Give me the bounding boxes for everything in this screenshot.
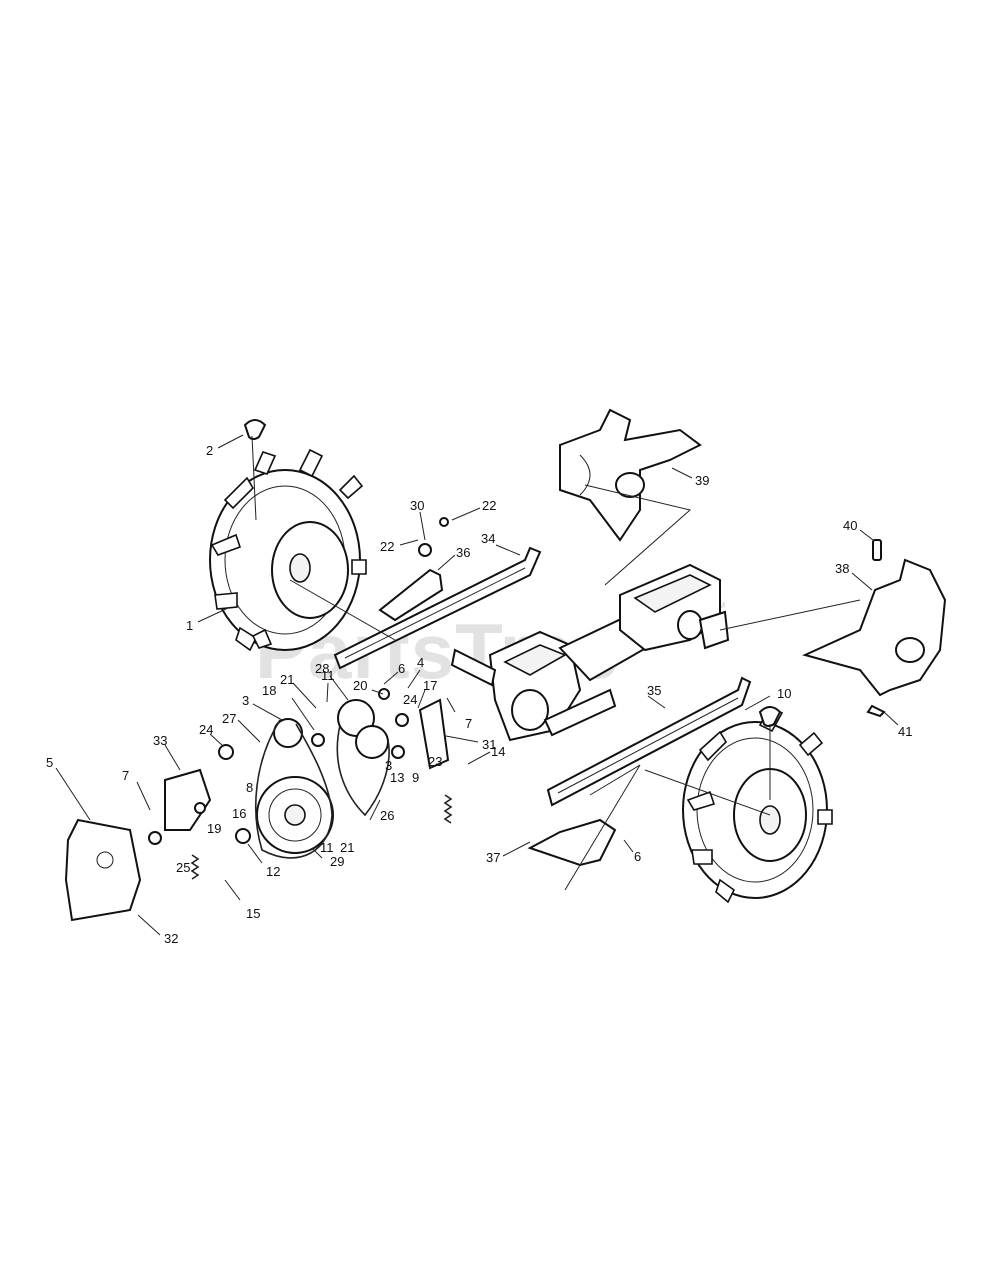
bracket-36: [378, 568, 444, 622]
tine-assembly-lower: [802, 558, 947, 697]
callout-9: 9: [412, 770, 419, 785]
left-wheel: [209, 448, 367, 652]
callout-10: 10: [777, 686, 791, 701]
wheel-pin-right: [758, 706, 782, 800]
callout-2: 2: [206, 443, 213, 458]
callout-27: 27: [222, 711, 236, 726]
bracket-33: [164, 768, 212, 831]
callout-23: 23: [428, 754, 442, 769]
washer-20: [378, 688, 390, 700]
callout-37: 37: [486, 850, 500, 865]
callout-7-right: 7: [465, 716, 472, 731]
callout-3-left: 3: [242, 693, 249, 708]
callout-7-left: 7: [122, 768, 129, 783]
washer-23: [391, 745, 405, 759]
callout-19: 19: [207, 821, 221, 836]
drive-belt-26: [336, 724, 390, 817]
callout-40: 40: [843, 518, 857, 533]
callout-20: 20: [353, 678, 367, 693]
callout-11-lower: 11: [320, 840, 334, 855]
callout-24-left: 24: [199, 722, 213, 737]
callout-14: 14: [491, 744, 505, 759]
clip-41: [866, 704, 886, 718]
frame-rail-upper: [333, 546, 542, 670]
shield-37: [527, 818, 617, 867]
callout-3-right: 3: [385, 758, 392, 773]
callout-11-upper: 11: [321, 668, 335, 683]
callout-15: 15: [246, 906, 260, 921]
spring-15: [190, 854, 200, 880]
callout-24-right: 24: [403, 692, 417, 707]
callout-12: 12: [266, 864, 280, 879]
drive-belt-27: [254, 719, 333, 859]
nut-12: [235, 828, 251, 844]
idler-pulley-28: [337, 699, 389, 759]
callout-22-right: 22: [482, 498, 496, 513]
callout-34: 34: [481, 531, 495, 546]
drive-pulley-large: [256, 776, 334, 854]
callout-36: 36: [456, 545, 470, 560]
nut-24-right: [395, 713, 409, 727]
callout-35: 35: [647, 683, 661, 698]
callout-32: 32: [164, 931, 178, 946]
callout-39: 39: [695, 473, 709, 488]
callout-4: 4: [417, 655, 424, 670]
callout-6-lower: 6: [634, 849, 641, 864]
spring-22: [439, 517, 449, 527]
callout-30: 30: [410, 498, 424, 513]
callout-21-lower: 21: [340, 840, 354, 855]
callout-41: 41: [898, 724, 912, 739]
plate-32: [64, 818, 142, 922]
transmission-housing: [450, 563, 730, 742]
callout-17: 17: [423, 678, 437, 693]
alignment-lines: [289, 484, 861, 891]
callout-labels: 1 2 3 3 4 5 6 6 7 7 8 9 10 11 11 12 13 1…: [46, 434, 912, 946]
callout-6-upper: 6: [398, 661, 405, 676]
nut-24-left: [218, 744, 234, 760]
washer-21: [311, 733, 325, 747]
tine-assembly-upper: [559, 408, 702, 542]
bracket-31: [418, 698, 450, 770]
wheel-pin-left: [243, 419, 267, 521]
callout-28: 28: [315, 661, 329, 676]
washer-19: [194, 802, 206, 814]
callout-31: 31: [482, 737, 496, 752]
callout-18: 18: [262, 683, 276, 698]
callout-25: 25: [176, 860, 190, 875]
spring-14: [443, 794, 453, 824]
callout-22-left: 22: [380, 539, 394, 554]
callout-13: 13: [390, 770, 404, 785]
callout-38: 38: [835, 561, 849, 576]
pin-40: [872, 539, 882, 561]
callout-16: 16: [232, 806, 246, 821]
callout-21-upper: 21: [280, 672, 294, 687]
frame-rail-lower: [546, 676, 752, 807]
washer-25: [148, 831, 162, 845]
callout-1: 1: [186, 618, 193, 633]
callout-5: 5: [46, 755, 53, 770]
callout-33: 33: [153, 733, 167, 748]
right-wheel: [682, 705, 833, 904]
callout-29: 29: [330, 854, 344, 869]
spring-30: [418, 543, 432, 557]
callout-26: 26: [380, 808, 394, 823]
callout-8: 8: [246, 780, 253, 795]
